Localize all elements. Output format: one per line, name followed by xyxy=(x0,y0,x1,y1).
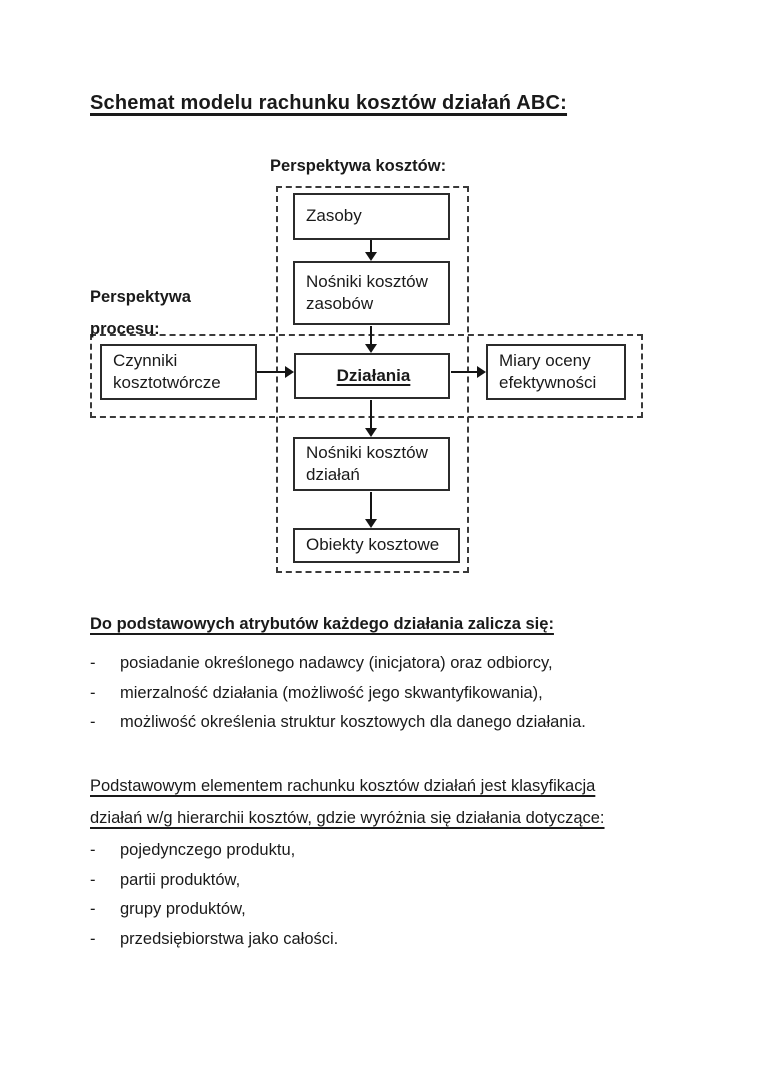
list-item: - pojedynczego produktu, xyxy=(90,836,682,866)
arrow-down-icon xyxy=(365,492,377,528)
box-czynniki-kosztotworcze: Czynniki kosztotwórcze xyxy=(100,344,257,400)
classification-section-heading: Podstawowym elementem rachunku kosztów d… xyxy=(90,770,682,834)
box-obiekty-kosztowe-label: Obiekty kosztowe xyxy=(306,535,440,555)
bullet-dash: - xyxy=(90,929,96,948)
bullet-dash: - xyxy=(90,841,96,859)
process-perspective-label-line1: Perspektywa xyxy=(90,288,191,306)
list-item-text: pojedynczego produktu, xyxy=(120,841,296,859)
box-zasoby-label: Zasoby xyxy=(306,206,362,226)
bullet-dash: - xyxy=(90,654,96,672)
box-czynniki-kosztotworcze-label: Czynniki kosztotwórcze xyxy=(113,350,221,392)
list-item: - grupy produktów, xyxy=(90,895,682,925)
list-item-text: mierzalność działania (możliwość jego sk… xyxy=(120,683,543,702)
arrow-down-icon xyxy=(365,326,377,353)
classification-section: Podstawowym elementem rachunku kosztów d… xyxy=(90,770,682,954)
bullet-dash: - xyxy=(90,683,96,702)
box-miary-oceny-efektywnosci: Miary oceny efektywności xyxy=(486,344,626,400)
process-perspective-label-line2: procesu: xyxy=(90,320,160,338)
process-perspective-label: Perspektywa procesu: xyxy=(90,281,191,345)
list-item-text: możliwość określenia struktur kosztowych… xyxy=(120,713,586,731)
list-item: - możliwość określenia struktur kosztowy… xyxy=(90,708,682,738)
list-item: - mierzalność działania (możliwość jego … xyxy=(90,679,682,709)
box-obiekty-kosztowe: Obiekty kosztowe xyxy=(293,528,460,563)
classification-heading-line2: działań w/g hierarchii kosztów, gdzie wy… xyxy=(90,809,605,827)
list-item-text: partii produktów, xyxy=(120,870,241,889)
list-item: - partii produktów, xyxy=(90,866,682,896)
classification-heading-line1: Podstawowym elementem rachunku kosztów d… xyxy=(90,777,596,795)
box-zasoby: Zasoby xyxy=(293,193,450,240)
attributes-section-heading: Do podstawowych atrybutów każdego działa… xyxy=(90,615,554,633)
process-perspective-dashed-frame xyxy=(90,334,643,418)
box-nosniki-kosztow-dzialan-label: Nośniki kosztów działań xyxy=(306,442,428,484)
bullet-dash: - xyxy=(90,870,96,889)
list-item: - posiadanie określonego nadawcy (inicja… xyxy=(90,649,682,679)
arrow-right-icon xyxy=(257,366,294,378)
arrow-right-icon xyxy=(451,366,486,378)
list-item-text: przedsiębiorstwa jako całości. xyxy=(120,929,339,948)
list-item: - przedsiębiorstwa jako całości. xyxy=(90,925,682,955)
arrow-down-icon xyxy=(365,240,377,261)
bullet-dash: - xyxy=(90,713,96,731)
arrow-down-icon xyxy=(365,400,377,437)
box-dzialania-label: Działania xyxy=(336,365,411,385)
list-item-text: posiadanie określonego nadawcy (inicjato… xyxy=(120,654,553,672)
box-nosniki-kosztow-zasobow-label: Nośniki kosztów zasobów xyxy=(306,271,428,313)
list-item-text: grupy produktów, xyxy=(120,900,246,918)
box-miary-oceny-efektywnosci-label: Miary oceny efektywności xyxy=(499,350,597,392)
box-dzialania: Działania xyxy=(294,353,450,399)
attributes-section: Do podstawowych atrybutów każdego działa… xyxy=(90,614,682,738)
page-title: Schemat modelu rachunku kosztów działań … xyxy=(90,92,568,114)
bullet-dash: - xyxy=(90,900,96,918)
cost-perspective-dashed-frame xyxy=(276,186,469,573)
box-nosniki-kosztow-dzialan: Nośniki kosztów działań xyxy=(293,437,450,491)
box-nosniki-kosztow-zasobow: Nośniki kosztów zasobów xyxy=(293,261,450,325)
cost-perspective-label: Perspektywa kosztów: xyxy=(270,157,447,175)
